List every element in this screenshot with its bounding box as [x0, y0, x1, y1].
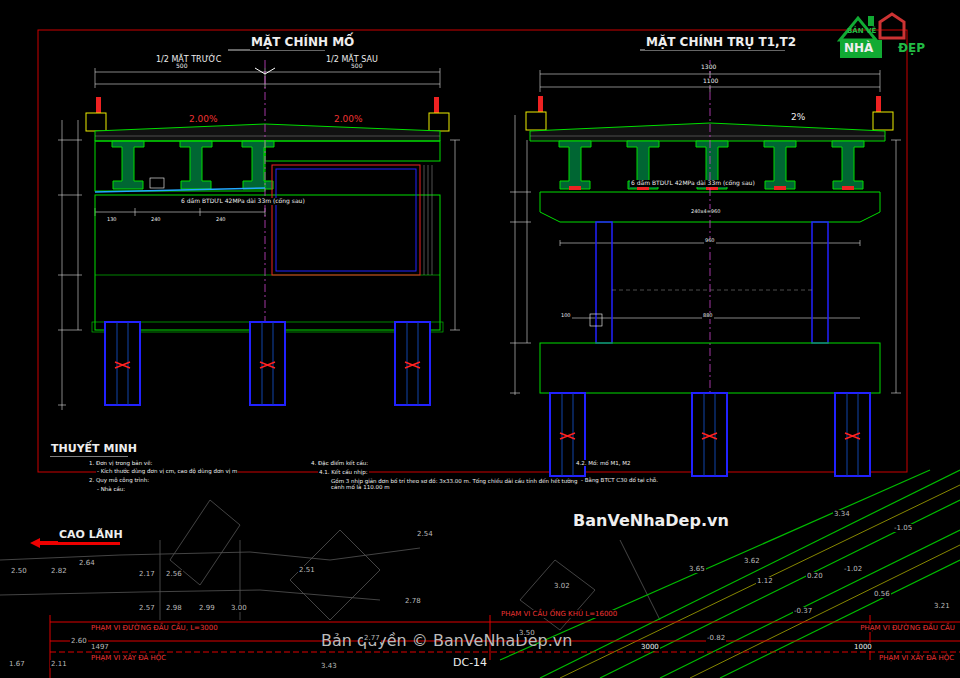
range-label: PHẠM VI ĐƯỜNG ĐẦU CẦU, L=3000	[90, 624, 219, 632]
elevation-value: 2.54	[416, 530, 434, 538]
elevation-value: 2.57	[138, 604, 156, 612]
direction-label: CAO LÃNH	[58, 529, 124, 542]
dimension: 1300	[700, 64, 717, 71]
elevation-value: 3.43	[320, 662, 338, 670]
elevation-value: 2.78	[404, 597, 422, 605]
dimension: 1100	[702, 78, 719, 85]
elevation-value: 2.51	[298, 566, 316, 574]
elevation-value: 3.62	[743, 557, 761, 565]
elevation-value: 2.60	[70, 637, 88, 645]
range-label: PHẠM VI XÂY ĐÁ HỘC	[878, 654, 955, 662]
station-label: DC-14	[452, 657, 488, 670]
elevation-value: 3.00	[230, 604, 248, 612]
dimension: 240	[150, 217, 162, 223]
elevation-value: 3.21	[933, 602, 951, 610]
dimension: 500	[350, 63, 363, 70]
dimension: 3000	[640, 643, 660, 651]
dimension: 100	[560, 313, 572, 319]
note: 1. Đơn vị trong bản vẽ:	[88, 460, 153, 466]
slope: 2.00%	[333, 114, 364, 124]
logo-text: NHÀ	[843, 42, 874, 56]
elevation-value: 0.20	[806, 572, 824, 580]
note: 4.1. Kết cấu nhịp:	[318, 469, 369, 475]
elevation-value: 1.12	[756, 577, 774, 585]
elevation-value: 0.56	[873, 590, 891, 598]
note: - Nhà cầu:	[96, 486, 126, 492]
elevation-value: 2.11	[50, 660, 68, 668]
elevation-value: -1.05	[893, 524, 913, 532]
elevation-value: 1.67	[8, 660, 26, 668]
elevation-value: 2.17	[138, 570, 156, 578]
logo-text: ĐẸP	[897, 42, 926, 56]
dimension: 240	[215, 217, 227, 223]
note: 4. Đặc điểm kết cấu:	[310, 460, 369, 466]
elevation-value: 1497	[90, 643, 110, 651]
note: 4.2. Mố: mố M1, M2	[575, 460, 631, 466]
elevation-value: -0.37	[793, 607, 813, 615]
elevation-value: 2.99	[198, 604, 216, 612]
note: - Kích thước dùng đơn vị cm, cao độ dùng…	[96, 468, 238, 474]
note: - Bằng BTCT C30 đổ tại chỗ.	[580, 477, 659, 483]
elevation-value: 3.50	[518, 629, 536, 637]
sub-title: 1/2 MẶT TRƯỚC	[155, 55, 222, 64]
slope: 2.00%	[188, 114, 219, 124]
elevation-value: 2.56	[165, 570, 183, 578]
range-label: PHẠM VI ĐƯỜNG ĐẦU CẦU	[859, 624, 956, 632]
logo-text: BẢN VẼ	[846, 27, 877, 35]
elevation-value: 2.64	[78, 559, 96, 567]
dimension: 1000	[853, 643, 873, 651]
dimension: 130	[106, 217, 118, 223]
elevation-value: 2.50	[10, 567, 28, 575]
slope: 2%	[790, 112, 806, 122]
watermark: BanVeNhaDep.vn	[572, 512, 730, 530]
view-title: MẶT CHÍNH MỐ	[250, 36, 355, 50]
elevation-value: 3.02	[553, 582, 571, 590]
dimension: 880	[702, 313, 714, 319]
note: 6 dầm BTDƯL 42MPa dài 33m (cống sau)	[630, 180, 756, 187]
range-label: PHẠM VI CẦU ỐNG KHÚ L=16000	[500, 610, 618, 618]
elevation-value: 3.65	[688, 565, 706, 573]
range-label: PHẠM VI XÂY ĐÁ HỘC	[90, 654, 167, 662]
note: 6 dầm BTDƯL 42MPa dài 33m (cống sau)	[180, 198, 306, 205]
dimension: 960	[704, 238, 716, 244]
elevation-value: 3.34	[833, 510, 851, 518]
elevation-value: 2.82	[50, 567, 68, 575]
section-heading: THUYẾT MINH	[50, 443, 138, 456]
dimension: 500	[175, 63, 188, 70]
elevation-value: 2.98	[165, 604, 183, 612]
dimension: 240x4=960	[690, 209, 721, 215]
note: 2. Quy mô công trình:	[88, 477, 150, 483]
view-title: MẶT CHÍNH TRỤ T1,T2	[645, 36, 797, 50]
note: Gồm 3 nhịp giản đơn bố trí theo sơ đồ: 3…	[330, 478, 587, 491]
elevation-value: -1.02	[843, 565, 863, 573]
elevation-value: -0.82	[706, 634, 726, 642]
elevation-value: 2.77	[363, 634, 381, 642]
